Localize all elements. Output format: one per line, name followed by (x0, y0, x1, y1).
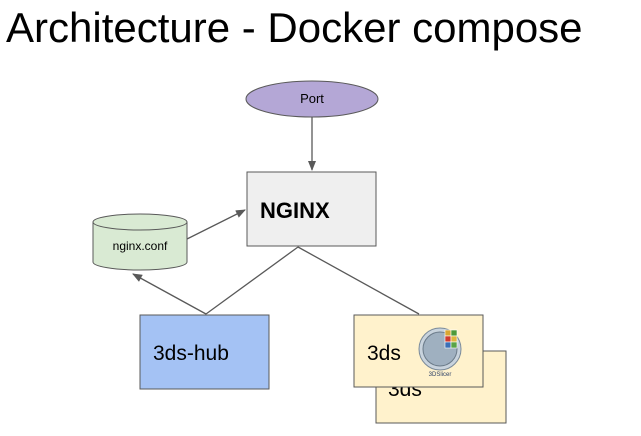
logo-caption: 3DSlicer (429, 372, 452, 378)
edge-nginx-conf-to-nginx (186, 209, 246, 240)
app-front-node: 3ds 3DSlicer (353, 314, 484, 388)
edges (132, 117, 420, 315)
app-front-label: 3ds (367, 342, 401, 365)
port-label: Port (300, 91, 324, 106)
3d-slicer-logo-icon: 3DSlicer (418, 327, 462, 378)
logo-cube (444, 329, 458, 349)
hub-node: 3ds-hub (139, 314, 270, 390)
edge-hub-to-nginx (205, 246, 299, 315)
edge-hub-to-nginx-conf (132, 273, 207, 315)
hub-label: 3ds-hub (153, 342, 229, 365)
nginx-node: NGINX (246, 171, 377, 247)
slide-title: Architecture - Docker compose (6, 4, 583, 51)
port-node: Port (245, 80, 379, 118)
nginx-label: NGINX (260, 198, 330, 223)
nginx-conf-node: nginx.conf (92, 213, 188, 271)
nginx-conf-label: nginx.conf (113, 239, 168, 253)
edge-3ds-to-nginx (297, 246, 420, 315)
